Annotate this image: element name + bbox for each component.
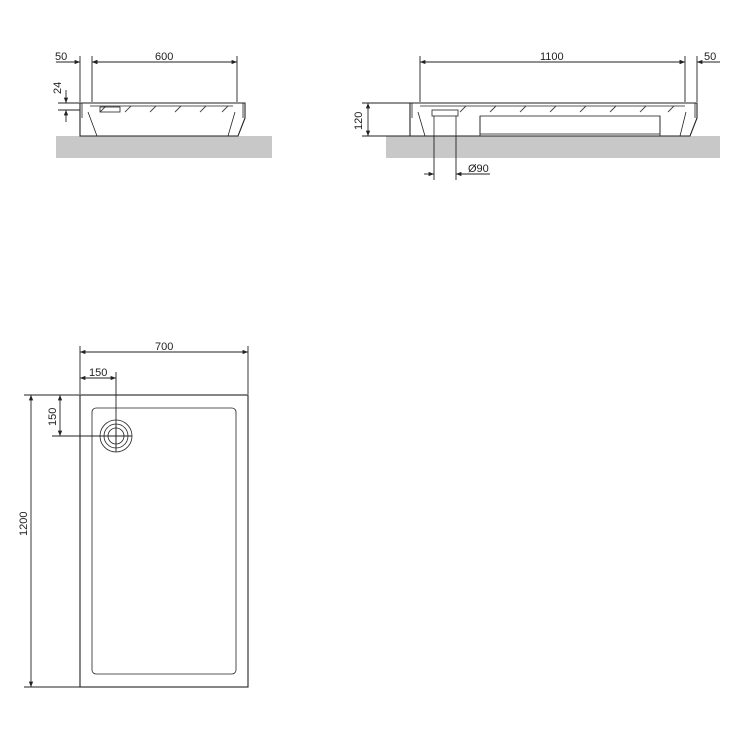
floor-short [56, 136, 272, 158]
side-view-short: 50 600 24 [52, 51, 272, 158]
tray-outline-top [79, 394, 249, 688]
tray-profile-long [409, 102, 698, 137]
dim-label-width-short: 600 [155, 51, 173, 63]
tray-inner-basin [91, 407, 237, 675]
surface-hatch-long [459, 105, 675, 113]
dim-label-width-top: 700 [155, 341, 173, 353]
drain-hint-short [99, 106, 121, 113]
floor-long [386, 136, 720, 158]
dim-label-length-long: 1100 [540, 51, 564, 63]
tray-profile-short [79, 102, 246, 137]
dim-label-drain-x-top: 150 [89, 367, 107, 379]
dim-label-drain-y-top: 150 [47, 408, 59, 426]
dim-label-rim-short: 50 [55, 51, 67, 63]
dim-label-drain-long: Ø90 [468, 163, 489, 175]
dim-label-height-long: 120 [353, 112, 365, 130]
top-view: 700 150 150 1200 [18, 341, 249, 688]
side-view-long: 1100 50 120 Ø90 [353, 51, 720, 180]
dim-label-rim-long: 50 [704, 51, 716, 63]
drain-body-long [431, 109, 459, 117]
dim-label-depth-short: 24 [52, 82, 64, 94]
dim-label-length-top: 1200 [18, 512, 30, 536]
